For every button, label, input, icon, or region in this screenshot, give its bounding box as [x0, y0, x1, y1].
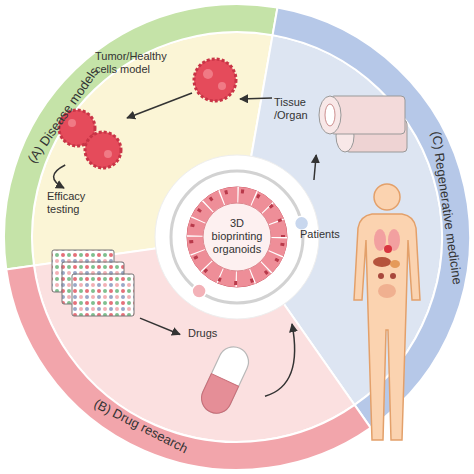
- orbit-ring: [171, 171, 303, 303]
- stomach: [390, 260, 400, 268]
- cell-spot: [104, 150, 112, 158]
- node-label: Tissue /Organ: [274, 96, 314, 122]
- sector-fill: [32, 32, 273, 266]
- organoid-cell-walls: [195, 195, 279, 279]
- leader-arrow: [127, 93, 192, 118]
- flow-arrow: [140, 318, 180, 334]
- drug-capsule: [197, 342, 254, 418]
- flow-arrow: [265, 324, 295, 396]
- heart: [384, 245, 392, 253]
- organoid-lumen: [203, 203, 271, 271]
- node-label: Patients: [300, 228, 350, 241]
- tube-lumen: [325, 104, 335, 126]
- tube-end: [319, 96, 341, 134]
- node-label: Efficacy testing: [47, 190, 103, 216]
- liver: [373, 257, 391, 267]
- capsule-body: [197, 342, 254, 418]
- tumor-cell: [194, 59, 236, 101]
- orbit-dot: [192, 284, 206, 298]
- cell-spot: [218, 82, 226, 90]
- center-circle: 3D bioprinting organoids: [155, 155, 319, 319]
- lung: [374, 229, 386, 251]
- kidney: [378, 273, 384, 279]
- node-label: Tumor/Healthy cells model: [95, 50, 175, 76]
- well-plate: [72, 274, 134, 316]
- capsule-half: [197, 374, 239, 418]
- intestine: [378, 284, 396, 298]
- body: [354, 214, 420, 440]
- cell-spot: [203, 69, 213, 79]
- circle-outline: [155, 155, 319, 319]
- head: [374, 184, 400, 210]
- flow-arrow: [240, 97, 272, 99]
- organoid-outline: [187, 187, 287, 287]
- dividing-cell: [85, 132, 121, 168]
- cell-spot: [68, 119, 76, 127]
- node-label: Drugs: [188, 327, 228, 340]
- orbit-dot: [295, 216, 309, 230]
- human-figure: [354, 184, 420, 440]
- center-title: 3D bioprinting organoids: [205, 217, 269, 256]
- organoid-cells: [195, 195, 279, 279]
- flow-arrow: [54, 165, 66, 188]
- organoid-nuclei: [191, 191, 283, 283]
- kidney: [390, 273, 396, 279]
- flow-arrow: [314, 155, 316, 180]
